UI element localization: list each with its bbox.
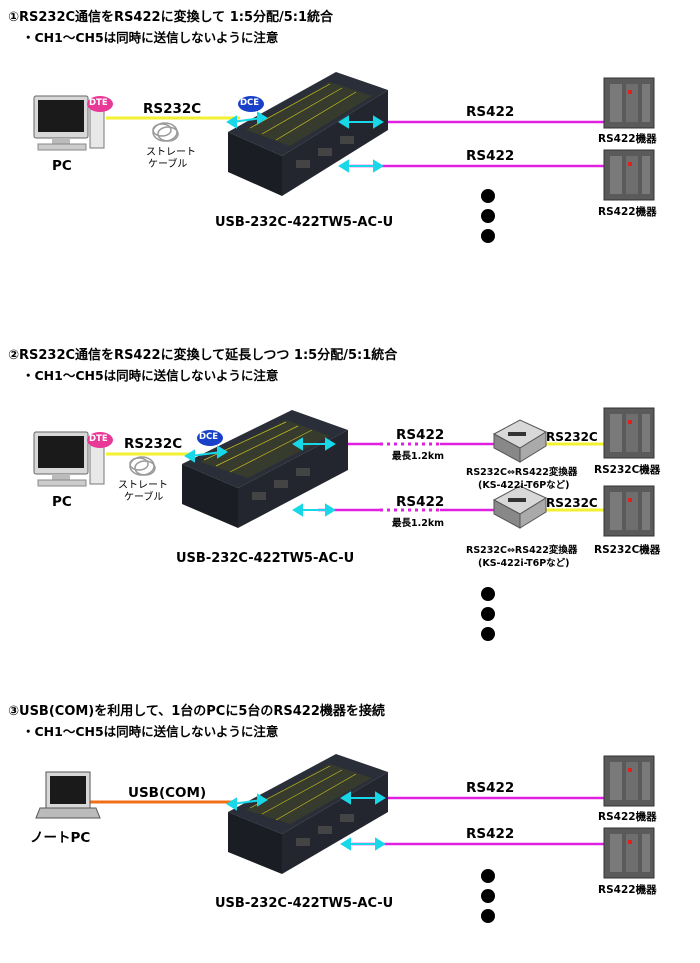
device-2-label: RS422機器 [598, 206, 657, 218]
dte-badge-label: DTE [89, 98, 108, 108]
arrow-rs232c [184, 445, 228, 463]
ks-converter-1-icon [492, 419, 548, 463]
section-3-diagram [35, 754, 655, 923]
dte-badge [87, 432, 113, 448]
more-dot-2 [481, 889, 495, 903]
pc-label: PC [52, 494, 72, 510]
straight-cable-icon [152, 122, 179, 142]
rs422-line-1-label: RS422 [466, 780, 515, 796]
dte-badge-label: DTE [89, 434, 108, 444]
more-dot-2 [481, 209, 495, 223]
ks-converter-1-label-2: (KS-422i-T6Pなど) [478, 480, 570, 491]
arrow-rs422-2 [292, 503, 336, 517]
arrow-rs422-2 [338, 159, 384, 173]
section-1-diagram [33, 72, 655, 243]
arrow-rs422-1 [338, 115, 384, 129]
arrow-rs422-1 [292, 437, 336, 451]
section-3-note: ・CH1～CH5は同時に送信しないように注意 [22, 724, 279, 739]
arrow-usb [226, 793, 268, 811]
section-1-note: ・CH1～CH5は同時に送信しないように注意 [22, 30, 279, 45]
converter-unit [228, 754, 388, 874]
device-1-label: RS422機器 [598, 133, 657, 145]
rs422-line-2-label: RS422 [466, 148, 515, 164]
device-1-label: RS422機器 [598, 811, 657, 823]
section-2: ②RS232C通信をRS422に変換して延長しつつ 1:5分配/5:1統合 ・C… [0, 338, 700, 658]
dce-badge [238, 96, 264, 112]
cable-label-1: ストレート [146, 147, 196, 158]
cable-label-2: ケーブル [124, 492, 164, 503]
ks-converter-1-label-1: RS232C⇔RS422変換器 [466, 467, 578, 478]
more-dot-3 [481, 229, 495, 243]
rs422-line-2-label: RS422 [466, 826, 515, 842]
converter-unit [228, 72, 388, 196]
rs422-line-1-label: RS422 [466, 104, 515, 120]
rs422-line-2-label: RS422 [396, 494, 445, 510]
rs422-line-1-label: RS422 [396, 427, 445, 443]
converter-label: USB-232C-422TW5-AC-U [176, 551, 355, 566]
rs422-device-1-icon [603, 77, 655, 129]
cable-label-1: ストレート [118, 480, 168, 491]
notebook-pc-label: ノートPC [30, 830, 91, 846]
converter-label: USB-232C-422TW5-AC-U [215, 896, 394, 911]
dte-badge [87, 96, 113, 112]
more-dot-3 [481, 909, 495, 923]
device-1-label: RS232C機器 [594, 464, 661, 476]
dce-badge-label: DCE [240, 98, 260, 108]
more-dot-1 [481, 587, 495, 601]
rs232c-out-1-label: RS232C [546, 430, 598, 444]
arrow-rs422-2 [340, 837, 386, 851]
arrow-rs422-1 [340, 791, 386, 805]
section-2-title: ②RS232C通信をRS422に変換して延長しつつ 1:5分配/5:1統合 [8, 348, 398, 363]
arrow-rs232c [226, 111, 268, 129]
pc-label: PC [52, 158, 72, 174]
section-3: ③USB(COM)を利用して、1台のPCに5台のRS422機器を接続 ・CH1～… [0, 694, 700, 963]
rs422-device-2-icon [603, 149, 655, 201]
rs232c-device-1-icon [603, 407, 655, 459]
device-2-label: RS422機器 [598, 884, 657, 896]
usb-com-label: USB(COM) [128, 785, 207, 801]
section-2-diagram [33, 407, 655, 641]
section-1: ①RS232C通信をRS422に変換して 1:5分配/5:1統合 ・CH1～CH… [0, 0, 700, 290]
device-2-label: RS232C機器 [594, 544, 661, 556]
rs232c-device-2-icon [603, 485, 655, 537]
rs232c-label: RS232C [143, 101, 202, 117]
cable-label-2: ケーブル [148, 159, 188, 170]
more-dot-2 [481, 607, 495, 621]
rs422-device-2-icon [603, 827, 655, 879]
rs232c-label: RS232C [124, 436, 183, 452]
section-3-title: ③USB(COM)を利用して、1台のPCに5台のRS422機器を接続 [8, 704, 385, 719]
rs422-line-2-distance: 最長1.2km [392, 518, 445, 529]
converter-label: USB-232C-422TW5-AC-U [215, 215, 394, 230]
section-2-note: ・CH1～CH5は同時に送信しないように注意 [22, 368, 279, 383]
dce-badge-label: DCE [199, 432, 219, 442]
more-dot-1 [481, 189, 495, 203]
rs422-device-1-icon [603, 755, 655, 807]
ks-converter-2-label-1: RS232C⇔RS422変換器 [466, 545, 578, 556]
ks-converter-2-icon [492, 485, 548, 529]
rs422-line-1-distance: 最長1.2km [392, 451, 445, 462]
ks-converter-2-label-2: (KS-422i-T6Pなど) [478, 558, 570, 569]
straight-cable-icon [129, 456, 156, 476]
laptop-pc-icon [35, 771, 101, 819]
section-1-title: ①RS232C通信をRS422に変換して 1:5分配/5:1統合 [8, 10, 334, 25]
dce-badge [197, 430, 223, 446]
desktop-pc-icon [33, 431, 105, 487]
rs232c-out-2-label: RS232C [546, 496, 598, 510]
converter-unit [182, 410, 348, 528]
more-dot-1 [481, 869, 495, 883]
more-dot-3 [481, 627, 495, 641]
